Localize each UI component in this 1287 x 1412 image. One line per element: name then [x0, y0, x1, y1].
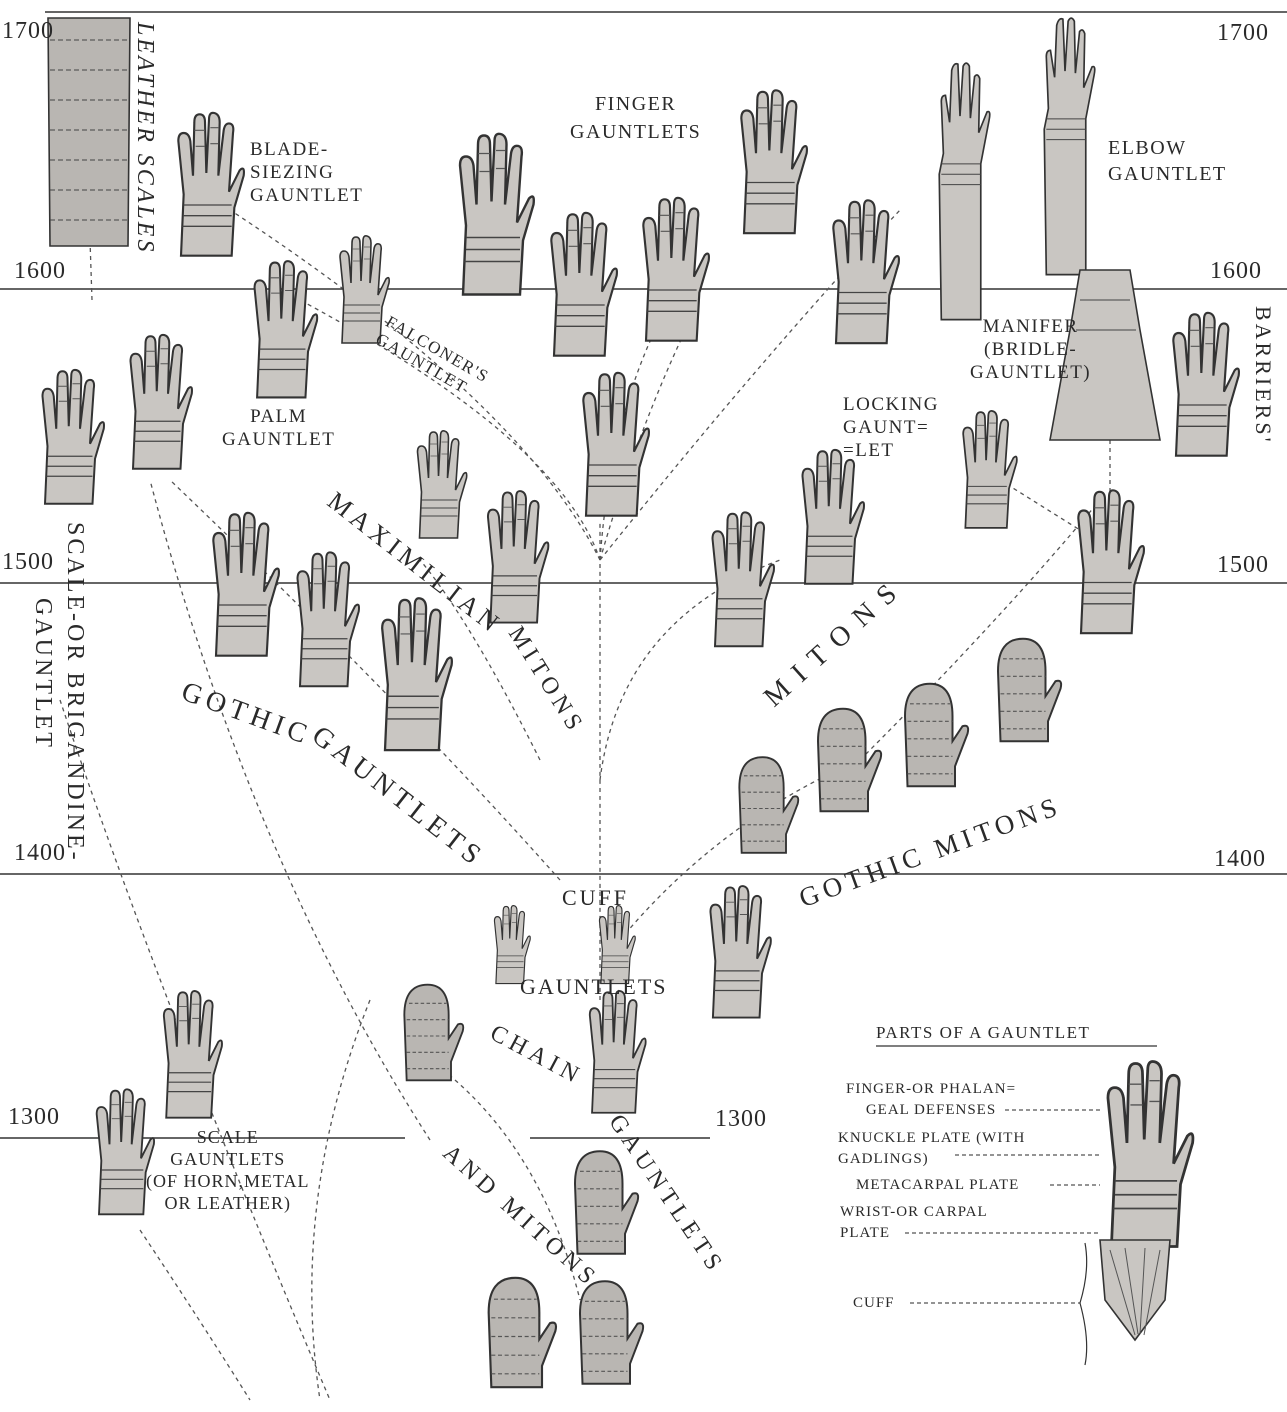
- blade-siezing-gauntlet: [178, 113, 244, 256]
- label-scale-brigandine: SCALE-OR BRIGANDINE-: [61, 522, 88, 863]
- locking-gauntlet: [963, 411, 1017, 528]
- scale-gauntlet-1: [164, 991, 222, 1118]
- chain-miton-1: [575, 1151, 638, 1254]
- parts-title: PARTS OF A GAUNTLET: [876, 1022, 1090, 1043]
- year-label-1600-left: 1600: [14, 258, 66, 285]
- year-label-1700-right: 1700: [1217, 20, 1269, 47]
- palm-gauntlet: [255, 261, 318, 397]
- gothic-miton-3: [905, 684, 968, 787]
- label-leather-scales: LEATHER SCALES: [131, 22, 158, 254]
- barriers-gauntlet: [1173, 313, 1239, 456]
- year-label-1700-left: 1700: [2, 18, 54, 45]
- year-label-1500-right: 1500: [1217, 552, 1269, 579]
- finger-gauntlet-3: [643, 198, 709, 341]
- elbow-gauntlet-2: [1044, 18, 1095, 275]
- chain-gauntlet-2: [590, 991, 646, 1113]
- finger-gauntlet-2: [551, 213, 617, 356]
- year-label-1300-center: 1300: [715, 1106, 767, 1133]
- year-label-1400-left: 1400: [14, 840, 66, 867]
- gothic-miton-1: [739, 757, 798, 853]
- label-cuff-gauntlets: GAUNTLETS: [520, 974, 668, 1000]
- finger-gauntlet-1: [460, 134, 534, 295]
- maximilian-miton-1: [418, 431, 467, 538]
- maximilian-miton-2: [488, 491, 548, 622]
- gothic-miton-4: [998, 639, 1061, 742]
- parts-label-finger: FINGER-OR PHALAN=GEAL DEFENSES: [846, 1079, 1016, 1121]
- year-label-1600-right: 1600: [1210, 258, 1262, 285]
- parts-label-metacarpal: METACARPAL PLATE: [856, 1175, 1019, 1196]
- elbow-gauntlet-1: [939, 63, 990, 320]
- chain-miton-2: [489, 1278, 556, 1387]
- year-label-1400-right: 1400: [1214, 846, 1266, 873]
- label-barriers: BARRIERS': [1250, 306, 1276, 445]
- gothic-gauntlet-1: [213, 513, 279, 656]
- chain-gauntlet-1: [404, 985, 463, 1081]
- elbow-gauntlet-short: [833, 200, 899, 343]
- finger-gauntlet-root: [583, 373, 649, 516]
- gothic-miton-2: [818, 709, 881, 812]
- cuff-gauntlet-2: [599, 906, 635, 984]
- gothic-miton-late: [1078, 490, 1144, 633]
- label-manifer: MANIFER(BRIDLE-GAUNTLET): [970, 315, 1091, 384]
- chain-miton-3: [580, 1281, 643, 1384]
- miton-2: [803, 450, 865, 584]
- gothic-gauntlet-2: [298, 552, 360, 686]
- brigandine-gauntlet-2: [131, 335, 193, 469]
- brigandine-gauntlet: [43, 370, 105, 504]
- gothic-gauntlet-3: [382, 598, 452, 750]
- label-scale-brigandine-gauntlet: GAUNTLET: [29, 598, 56, 750]
- cuff-gauntlet-1: [494, 906, 530, 984]
- year-label-1500-left: 1500: [2, 549, 54, 576]
- label-cuff: CUFF: [562, 885, 629, 911]
- parts-label-cuff: CUFF: [853, 1293, 895, 1314]
- leather-scales-gauntlet: [48, 18, 130, 246]
- year-label-1300-left: 1300: [8, 1104, 60, 1131]
- cuff-gauntlet-3: [710, 886, 770, 1017]
- finger-gauntlet-4: [741, 90, 807, 233]
- miton-1: [713, 512, 775, 646]
